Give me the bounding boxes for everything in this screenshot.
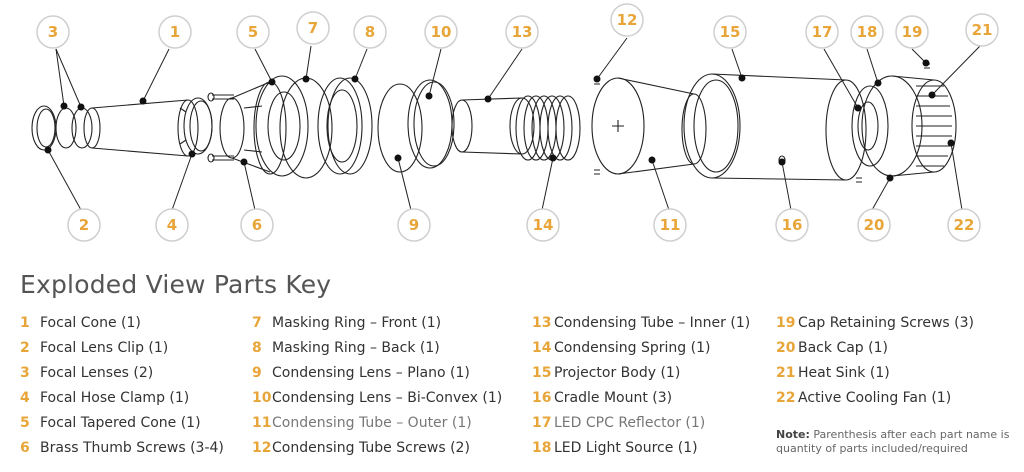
leader-lines: [47, 37, 981, 211]
callout-21: 21: [972, 21, 993, 39]
brass-thumb-screws-part: [207, 92, 263, 163]
parts-key-item: 11Condensing Tube – Outer (1): [252, 415, 472, 431]
callout-12: 12: [617, 11, 638, 29]
callout-4: 4: [167, 216, 177, 234]
callout-5: 5: [248, 23, 258, 41]
quantity-note: Note: Parenthesis after each part name i…: [776, 428, 1016, 456]
callout-14: 14: [533, 216, 554, 234]
focal-cone-part: [83, 99, 199, 157]
condensing-spring-part: [515, 95, 581, 161]
callout-6: 6: [252, 216, 262, 234]
callout-18: 18: [857, 23, 878, 41]
callout-3: 3: [48, 23, 58, 41]
callout-17: 17: [812, 23, 833, 41]
projector-body-part: [683, 73, 867, 181]
callout-22: 22: [954, 216, 975, 234]
callout-8: 8: [365, 23, 375, 41]
callout-13: 13: [512, 23, 533, 41]
callout-circles: [36, 3, 999, 242]
condensing-lens-plano-part: [377, 83, 423, 173]
note-text: Parenthesis after each part name is quan…: [776, 428, 1010, 455]
callout-10: 10: [431, 23, 452, 41]
callout-9: 9: [409, 216, 419, 234]
callout-20: 20: [864, 216, 885, 234]
callout-16: 16: [782, 216, 803, 234]
callout-1: 1: [170, 23, 180, 41]
callout-11: 11: [660, 216, 681, 234]
cap-retaining-screws-part: [856, 63, 930, 183]
masking-ring-front-part: [255, 75, 333, 179]
parts-key-item: 12Condensing Tube Screws (2): [252, 440, 470, 456]
callout-19: 19: [902, 23, 923, 41]
callout-15: 15: [720, 23, 741, 41]
parts-key-title: Exploded View Parts Key: [20, 270, 332, 299]
callout-7: 7: [308, 19, 318, 37]
heat-sink-part: [861, 75, 957, 177]
callout-2: 2: [79, 216, 89, 234]
note-label: Note:: [776, 428, 810, 441]
condensing-tube-inner-part: [451, 97, 535, 155]
focal-hose-clamp-part: [179, 97, 213, 155]
parts-key-item: 10Condensing Lens – Bi-Convex (1): [252, 390, 503, 406]
led-cpc-reflector-part: [851, 85, 889, 167]
condensing-tube-outer-part: [591, 77, 707, 175]
leader-dots: [44, 59, 955, 182]
focal-lens-clip-part: [31, 105, 57, 151]
exploded-view-diagram: 1 2 3 4 5 6 7 8 9 10 11 12 13 14 15 16 1…: [31, 3, 999, 242]
masking-ring-back-part: [317, 77, 373, 175]
